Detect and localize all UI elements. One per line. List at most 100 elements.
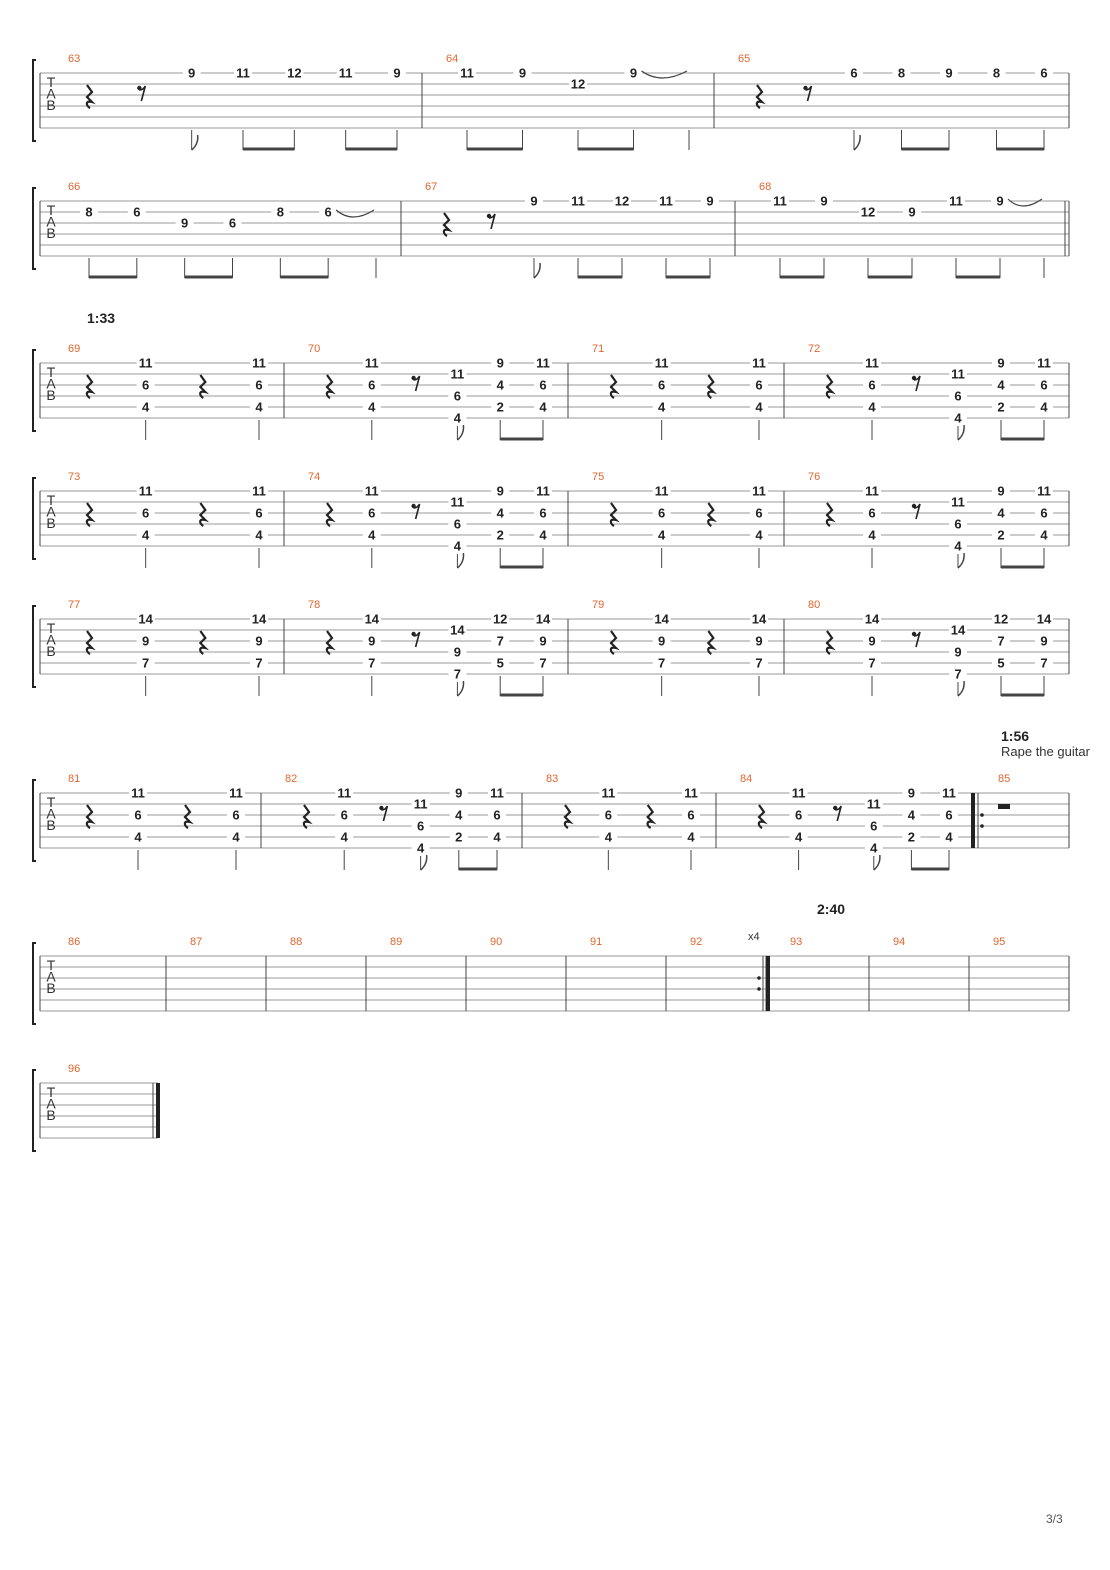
eighth-rest <box>486 213 492 219</box>
fret-number: 7 <box>454 667 461 682</box>
fret-number: 6 <box>341 808 348 823</box>
fret-number: 12 <box>861 205 875 220</box>
repeat-dot <box>980 813 984 817</box>
system-bracket <box>32 779 36 862</box>
fret-background <box>624 67 643 79</box>
fret-number: 2 <box>455 830 462 845</box>
fret-number: 6 <box>539 378 546 393</box>
system-bracket <box>32 942 36 1025</box>
fret-number: 4 <box>497 506 505 521</box>
fret-background <box>815 195 833 207</box>
fret-background <box>250 485 268 497</box>
fret-number: 11 <box>659 194 673 209</box>
fret-background <box>362 657 381 669</box>
fret-number: 6 <box>1040 506 1047 521</box>
fret-background <box>227 809 245 821</box>
fret-number: 11 <box>139 484 153 499</box>
fret-background <box>250 379 268 391</box>
fret-background <box>449 809 468 821</box>
fret-number: 11 <box>655 484 669 499</box>
fret-background <box>491 529 510 541</box>
fret-background <box>250 657 268 669</box>
page-number: 3/3 <box>1046 1512 1063 1526</box>
fret-background <box>569 195 587 207</box>
fret-number: 6 <box>850 66 857 81</box>
fret-background <box>599 809 618 821</box>
fret-number: 4 <box>493 830 501 845</box>
fret-number: 4 <box>539 528 547 543</box>
note-flag <box>533 262 541 279</box>
fret-background <box>388 67 406 79</box>
fret-number: 11 <box>339 66 353 81</box>
fret-number: 6 <box>142 378 149 393</box>
fret-background <box>1035 657 1053 669</box>
fret-number: 8 <box>898 66 905 81</box>
bar-number: 77 <box>68 599 80 611</box>
eighth-rest <box>137 85 142 91</box>
fret-background <box>949 412 967 424</box>
fret-number: 4 <box>368 400 376 415</box>
fret-background <box>992 401 1010 413</box>
fret-background <box>892 67 911 79</box>
fret-background <box>534 401 552 413</box>
fret-background <box>1035 635 1053 647</box>
fret-background <box>864 842 883 854</box>
repeat-end-barline <box>766 956 770 1011</box>
quarter-rest <box>85 630 96 655</box>
bar-number: 82 <box>285 773 297 785</box>
timestamp-marker: 1:33 <box>87 310 115 326</box>
fret-number: 11 <box>536 356 550 371</box>
fret-background <box>525 195 543 207</box>
fret-background <box>682 831 700 843</box>
bar-number: 63 <box>68 53 80 65</box>
fret-background <box>940 809 958 821</box>
fret-background <box>136 507 155 519</box>
fret-background <box>411 842 430 854</box>
fret-background <box>448 496 467 508</box>
tab-clef-letter: A <box>46 504 56 520</box>
fret-number: 6 <box>658 506 665 521</box>
fret-background <box>652 401 671 413</box>
fret-number: 11 <box>951 495 965 510</box>
fret-number: 6 <box>368 506 375 521</box>
fret-background <box>949 646 967 658</box>
tab-clef-letter: B <box>46 97 55 113</box>
eighth-rest <box>488 213 496 230</box>
fret-number: 8 <box>277 205 284 220</box>
fret-number: 7 <box>368 656 375 671</box>
repeat-dot <box>757 976 761 980</box>
fret-number: 6 <box>232 808 239 823</box>
eighth-rest <box>835 805 842 822</box>
fret-background <box>992 357 1010 369</box>
fret-background <box>175 217 194 229</box>
fret-background <box>863 379 881 391</box>
bar-number: 70 <box>308 343 320 355</box>
quarter-rest <box>646 804 657 829</box>
fret-number: 11 <box>1037 484 1051 499</box>
fret-number: 9 <box>954 645 961 660</box>
fret-background <box>136 529 155 541</box>
fret-background <box>750 357 768 369</box>
fret-number: 6 <box>755 378 762 393</box>
fret-background <box>534 357 552 369</box>
fret-number: 6 <box>255 378 262 393</box>
fret-background <box>863 401 881 413</box>
fret-background <box>949 624 967 636</box>
fret-background <box>491 613 510 625</box>
fret-number: 4 <box>232 830 240 845</box>
fret-number: 11 <box>1037 356 1051 371</box>
fret-background <box>362 529 381 541</box>
tab-clef-letter: B <box>46 817 55 833</box>
tab-clef-letter: A <box>46 214 56 230</box>
fret-number: 4 <box>368 528 376 543</box>
fret-number: 4 <box>605 830 613 845</box>
fret-number: 4 <box>134 830 142 845</box>
fret-background <box>136 379 155 391</box>
tab-clef-letter: T <box>47 202 56 218</box>
fret-number: 6 <box>454 517 461 532</box>
fret-number: 11 <box>867 797 881 812</box>
tab-clef-letter: T <box>47 957 56 973</box>
bar-number: 75 <box>592 471 604 483</box>
fret-number: 2 <box>997 528 1004 543</box>
